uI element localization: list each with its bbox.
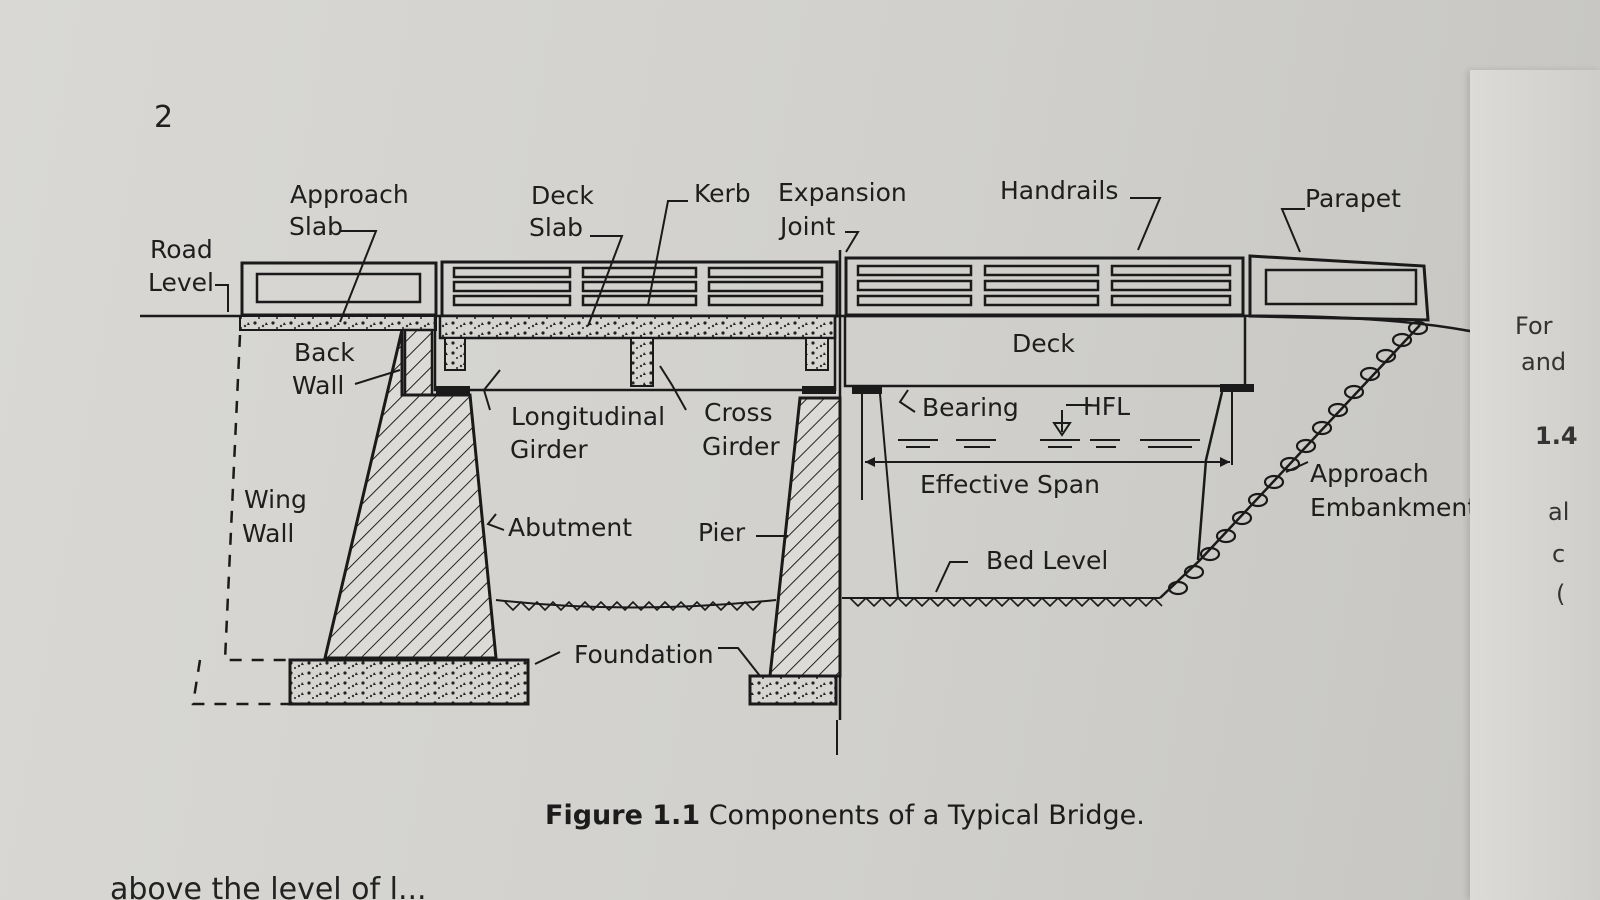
label-abutment: Abutment <box>508 513 632 542</box>
label-back-wall: Wall <box>292 371 344 400</box>
approach-embankment <box>1159 324 1421 599</box>
bearing-pier-left <box>802 386 836 394</box>
facing-page-fragment: 1.4 <box>1535 422 1578 450</box>
label-wing-wall: Wing <box>244 485 307 514</box>
caption-label: Figure 1.1 <box>545 800 701 831</box>
label-road-level: Road <box>150 235 213 264</box>
body-text-fragment: above the level of l... <box>110 872 427 900</box>
longitudinal-girder-right <box>805 337 829 371</box>
right-parapet <box>1248 254 1430 322</box>
handrails-span-2 <box>844 256 1245 317</box>
bearing-pier-right <box>852 386 882 394</box>
facing-page-fragment: ( <box>1556 580 1566 608</box>
bearing-right <box>1220 384 1254 392</box>
pier-foundation <box>748 674 838 706</box>
handrails-span-1 <box>440 260 839 318</box>
label-expansion-joint: Expansion <box>778 178 907 207</box>
deck-slab <box>438 314 837 340</box>
label-foundation: Foundation <box>574 640 714 669</box>
abutment-foundation <box>288 658 530 706</box>
pier <box>768 396 842 678</box>
leader-lines <box>215 197 1309 677</box>
label-hfl: HFL <box>1083 392 1130 421</box>
label-longitudinal-girder: Longitudinal <box>511 402 665 431</box>
back-wall <box>403 328 434 397</box>
approach-slab <box>239 315 437 331</box>
embankment-riprap <box>1167 320 1429 596</box>
label-cross-girder: Cross <box>704 398 773 427</box>
label-expansion-joint: Joint <box>778 212 835 241</box>
label-deck: Deck <box>1012 329 1075 358</box>
facing-page-fragment: al <box>1548 498 1570 526</box>
label-pier: Pier <box>698 518 746 547</box>
label-approach-slab: Approach <box>290 180 409 209</box>
label-longitudinal-girder: Girder <box>510 435 588 464</box>
label-approach-embankment: Approach <box>1310 459 1429 488</box>
label-wing-wall: Wall <box>242 519 294 548</box>
label-bearing: Bearing <box>922 393 1019 422</box>
facing-page-fragment: and <box>1521 348 1567 376</box>
cross-girder <box>630 337 654 387</box>
label-cross-girder: Girder <box>702 432 780 461</box>
deck-span-2 <box>843 314 1247 388</box>
figure-caption: Figure 1.1 Components of a Typical Bridg… <box>545 800 1145 831</box>
label-road-level: Level <box>148 268 214 297</box>
abutment <box>323 329 498 660</box>
facing-page-fragment: c <box>1552 540 1566 568</box>
longitudinal-girder-left <box>444 337 466 371</box>
label-back-wall: Back <box>294 338 355 367</box>
label-handrails: Handrails <box>1000 176 1118 205</box>
label-deck-slab: Slab <box>529 213 583 242</box>
label-effective-span: Effective Span <box>920 470 1100 499</box>
label-deck-slab: Deck <box>531 181 594 210</box>
bed-level-span-1 <box>495 599 777 609</box>
left-parapet <box>240 261 438 317</box>
hfl-water-marks <box>898 439 1200 448</box>
bridge-components-diagram: Road Level Approach Slab Deck Slab Kerb … <box>140 176 1470 755</box>
caption-text: Components of a Typical Bridge. <box>708 800 1145 831</box>
facing-page-fragment: For <box>1515 312 1553 340</box>
label-approach-embankment: Embankment <box>1310 493 1470 522</box>
label-approach-slab: Slab <box>289 212 343 241</box>
page-number: 2 <box>154 100 174 135</box>
bearing-left <box>436 386 470 394</box>
label-parapet: Parapet <box>1305 184 1401 213</box>
label-bed-level: Bed Level <box>986 546 1108 575</box>
label-kerb: Kerb <box>694 179 751 208</box>
facing-page-edge <box>1470 70 1600 900</box>
